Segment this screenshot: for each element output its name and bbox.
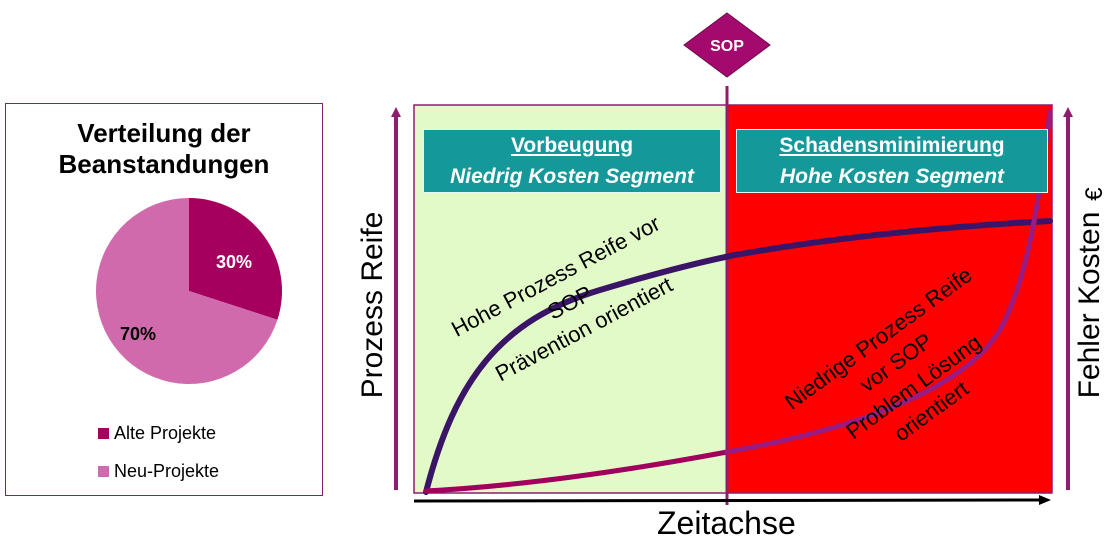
- y-right-unit: €: [1081, 187, 1108, 201]
- pie-panel: Verteilung der Beanstandungen 30% 70% Al…: [5, 103, 323, 496]
- defect-cost-curve-left: [423, 449, 730, 494]
- prevention-title: Vorbeugung: [510, 134, 634, 157]
- x-axis-label: Zeitachse: [657, 505, 796, 541]
- legend-swatch: [98, 465, 109, 477]
- prevention-subtitle: Niedrig Kosten Segment: [450, 165, 694, 188]
- sop-diamond: [683, 12, 771, 78]
- legend-label: Alte Projekte: [114, 422, 217, 443]
- y-right-label: Fehler Kosten: [1073, 211, 1106, 399]
- damage-title: Schadensminimierung: [779, 134, 1005, 157]
- pie-title-line1: Verteilung der: [77, 118, 251, 148]
- pie-label-neu-projekte: 70%: [120, 324, 156, 344]
- legend-swatch: [98, 427, 109, 439]
- sop-label: SOP: [710, 38, 744, 55]
- x-axis-arrow: [413, 495, 1051, 506]
- pie-slice-neu-projekte: [96, 198, 278, 384]
- pie-chart: 30% 70%: [96, 198, 282, 384]
- pie-title: Verteilung der Beanstandungen: [6, 118, 322, 180]
- y-left-label: Prozess Reife: [356, 211, 389, 399]
- damage-header: Schadensminimierung Hohe Kosten Segment: [736, 129, 1048, 193]
- process-maturity-curve: [423, 218, 1053, 495]
- damage-subtitle: Hohe Kosten Segment: [779, 165, 1005, 188]
- pie-label-alte-projekte: 30%: [216, 252, 252, 272]
- legend-label: Neu-Projekte: [114, 460, 220, 481]
- pie-slice-alte-projekte: [189, 198, 282, 320]
- prevention-header: Vorbeugung Niedrig Kosten Segment: [423, 129, 721, 193]
- legend-item-alte-projekte: Alte Projekte: [98, 422, 216, 444]
- legend-item-neu-projekte: Neu-Projekte: [98, 460, 219, 482]
- pie-title-line2: Beanstandungen: [58, 149, 270, 179]
